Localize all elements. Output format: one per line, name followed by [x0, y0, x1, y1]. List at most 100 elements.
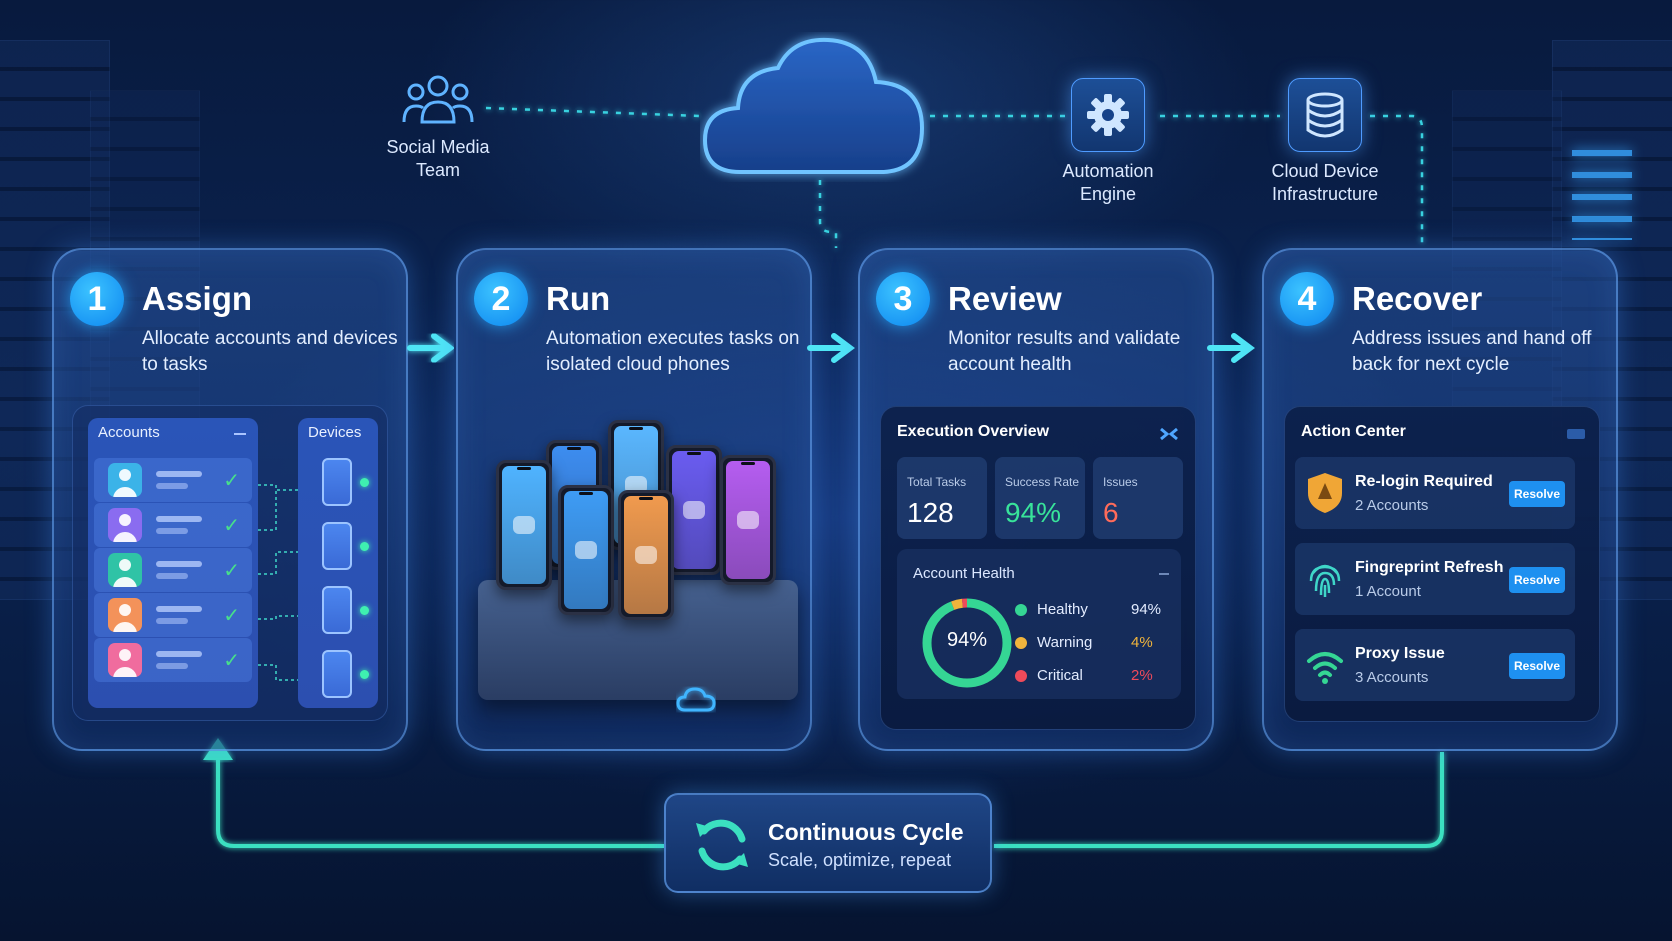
execution-overview-panel: Execution Overview Total Tasks 128 Success…	[880, 406, 1196, 730]
cycle-title: Continuous Cycle	[768, 819, 964, 845]
stat-label: Success Rate	[1005, 475, 1080, 489]
shield-warning-icon	[1305, 471, 1345, 515]
collapse-icon[interactable]	[1159, 573, 1169, 575]
device-phone-icon[interactable]	[322, 586, 352, 634]
stat-card: Total Tasks 128	[897, 457, 987, 539]
legend-dot	[1015, 637, 1027, 649]
account-row[interactable]: ✓	[94, 593, 252, 637]
automation-label-1: Automation	[1062, 161, 1154, 181]
execution-overview-title: Execution Overview	[897, 423, 1050, 440]
infrastructure-label-2: Infrastructure	[1271, 184, 1379, 204]
check-icon: ✓	[223, 470, 240, 492]
legend-label: Critical	[1037, 667, 1083, 684]
automation-label-2: Engine	[1079, 184, 1137, 204]
step-number: 2	[474, 272, 528, 326]
app-icon	[635, 546, 657, 564]
device-status-dot	[360, 670, 369, 679]
action-subtitle: 3 Accounts	[1355, 669, 1429, 686]
cloud-icon	[702, 37, 925, 174]
action-item: Re-login Required 2 Accounts Resolve	[1295, 457, 1575, 529]
stat-label: Issues	[1103, 475, 1138, 489]
resolve-button[interactable]: Resolve	[1509, 567, 1565, 593]
step-title: Assign	[142, 280, 253, 317]
action-item: Fingreprint Refresh 1 Account Resolve	[1295, 543, 1575, 615]
gear-icon	[1087, 94, 1129, 136]
action-title: Re-login Required	[1355, 473, 1493, 490]
legend-value: 94%	[1131, 601, 1162, 618]
placeholder-bar	[156, 606, 202, 612]
social-label-2: Team	[415, 160, 460, 180]
cloud-phone	[496, 460, 552, 590]
step-description: Automation executes tasks on isolated cl…	[546, 328, 800, 375]
node-cloud-infrastructure: Cloud Device Infrastructure	[1255, 78, 1395, 206]
devices-column: Devices	[298, 418, 378, 708]
device-status-dot	[360, 478, 369, 487]
action-center-panel: Action Center Re-login Required 2 Account…	[1284, 406, 1600, 722]
collapse-icon[interactable]	[234, 433, 246, 435]
account-row[interactable]: ✓	[94, 548, 252, 592]
collapse-icon[interactable]	[1567, 429, 1585, 439]
legend-dot	[1015, 670, 1027, 682]
placeholder-bar	[156, 561, 202, 567]
check-icon: ✓	[223, 560, 240, 582]
action-title: Fingreprint Refresh	[1355, 559, 1504, 576]
shuffle-icon[interactable]	[1159, 427, 1179, 441]
account-row[interactable]: ✓	[94, 638, 252, 682]
legend-value: 4%	[1131, 634, 1153, 651]
avatar-icon	[108, 553, 142, 587]
node-social-media-team: Social Media Team	[378, 72, 498, 182]
stage-recover: 4 Recover Address issues and hand off ba…	[1262, 248, 1618, 751]
action-subtitle: 2 Accounts	[1355, 497, 1429, 514]
step-description: Address issues and hand off back for nex…	[1352, 328, 1592, 375]
placeholder-bar	[156, 618, 188, 624]
step-title: Run	[546, 280, 611, 317]
avatar-icon	[108, 643, 142, 677]
action-subtitle: 1 Account	[1355, 583, 1421, 600]
device-phone-icon[interactable]	[322, 650, 352, 698]
placeholder-bar	[156, 651, 202, 657]
check-icon: ✓	[223, 650, 240, 672]
cloud-phone	[558, 485, 614, 615]
arrow-right-icon	[807, 333, 855, 363]
stat-value: 6	[1103, 497, 1119, 528]
step-title: Review	[948, 280, 1062, 317]
device-status-dot	[360, 606, 369, 615]
assignment-links	[258, 484, 298, 681]
step-number: 4	[1280, 272, 1334, 326]
step-number: 1	[70, 272, 124, 326]
resolve-button[interactable]: Resolve	[1509, 481, 1565, 507]
account-health-donut	[922, 598, 1012, 688]
account-row[interactable]: ✓	[94, 503, 252, 547]
app-icon	[737, 511, 759, 529]
arrow-right-icon	[407, 333, 455, 363]
infrastructure-label-1: Cloud Device	[1271, 161, 1379, 181]
cloud-phone	[720, 455, 776, 585]
step-number: 3	[876, 272, 930, 326]
stat-card: Issues 6	[1093, 457, 1183, 539]
placeholder-bar	[156, 483, 188, 489]
step-description: Allocate accounts and devices to tasks	[142, 328, 398, 375]
legend-label: Warning	[1037, 634, 1093, 651]
stat-value: 128	[907, 497, 954, 528]
stat-label: Total Tasks	[907, 475, 967, 489]
device-phone-icon[interactable]	[322, 458, 352, 506]
placeholder-bar	[156, 663, 188, 669]
step-title: Recover	[1352, 280, 1483, 317]
avatar-icon	[108, 463, 142, 497]
account-health-center-value: 94%	[946, 629, 988, 651]
database-icon	[1306, 92, 1344, 138]
account-row[interactable]: ✓	[94, 458, 252, 502]
cloud-phone	[618, 490, 674, 620]
resolve-button[interactable]: Resolve	[1509, 653, 1565, 679]
stage-assign: 1 Assign Allocate accounts and devices t…	[52, 248, 408, 751]
team-icon	[402, 75, 474, 124]
app-icon	[575, 541, 597, 559]
accounts-header: Accounts	[98, 424, 160, 441]
placeholder-bar	[156, 528, 188, 534]
action-center-title: Action Center	[1301, 423, 1406, 440]
device-phone-icon[interactable]	[322, 522, 352, 570]
app-icon	[513, 516, 535, 534]
